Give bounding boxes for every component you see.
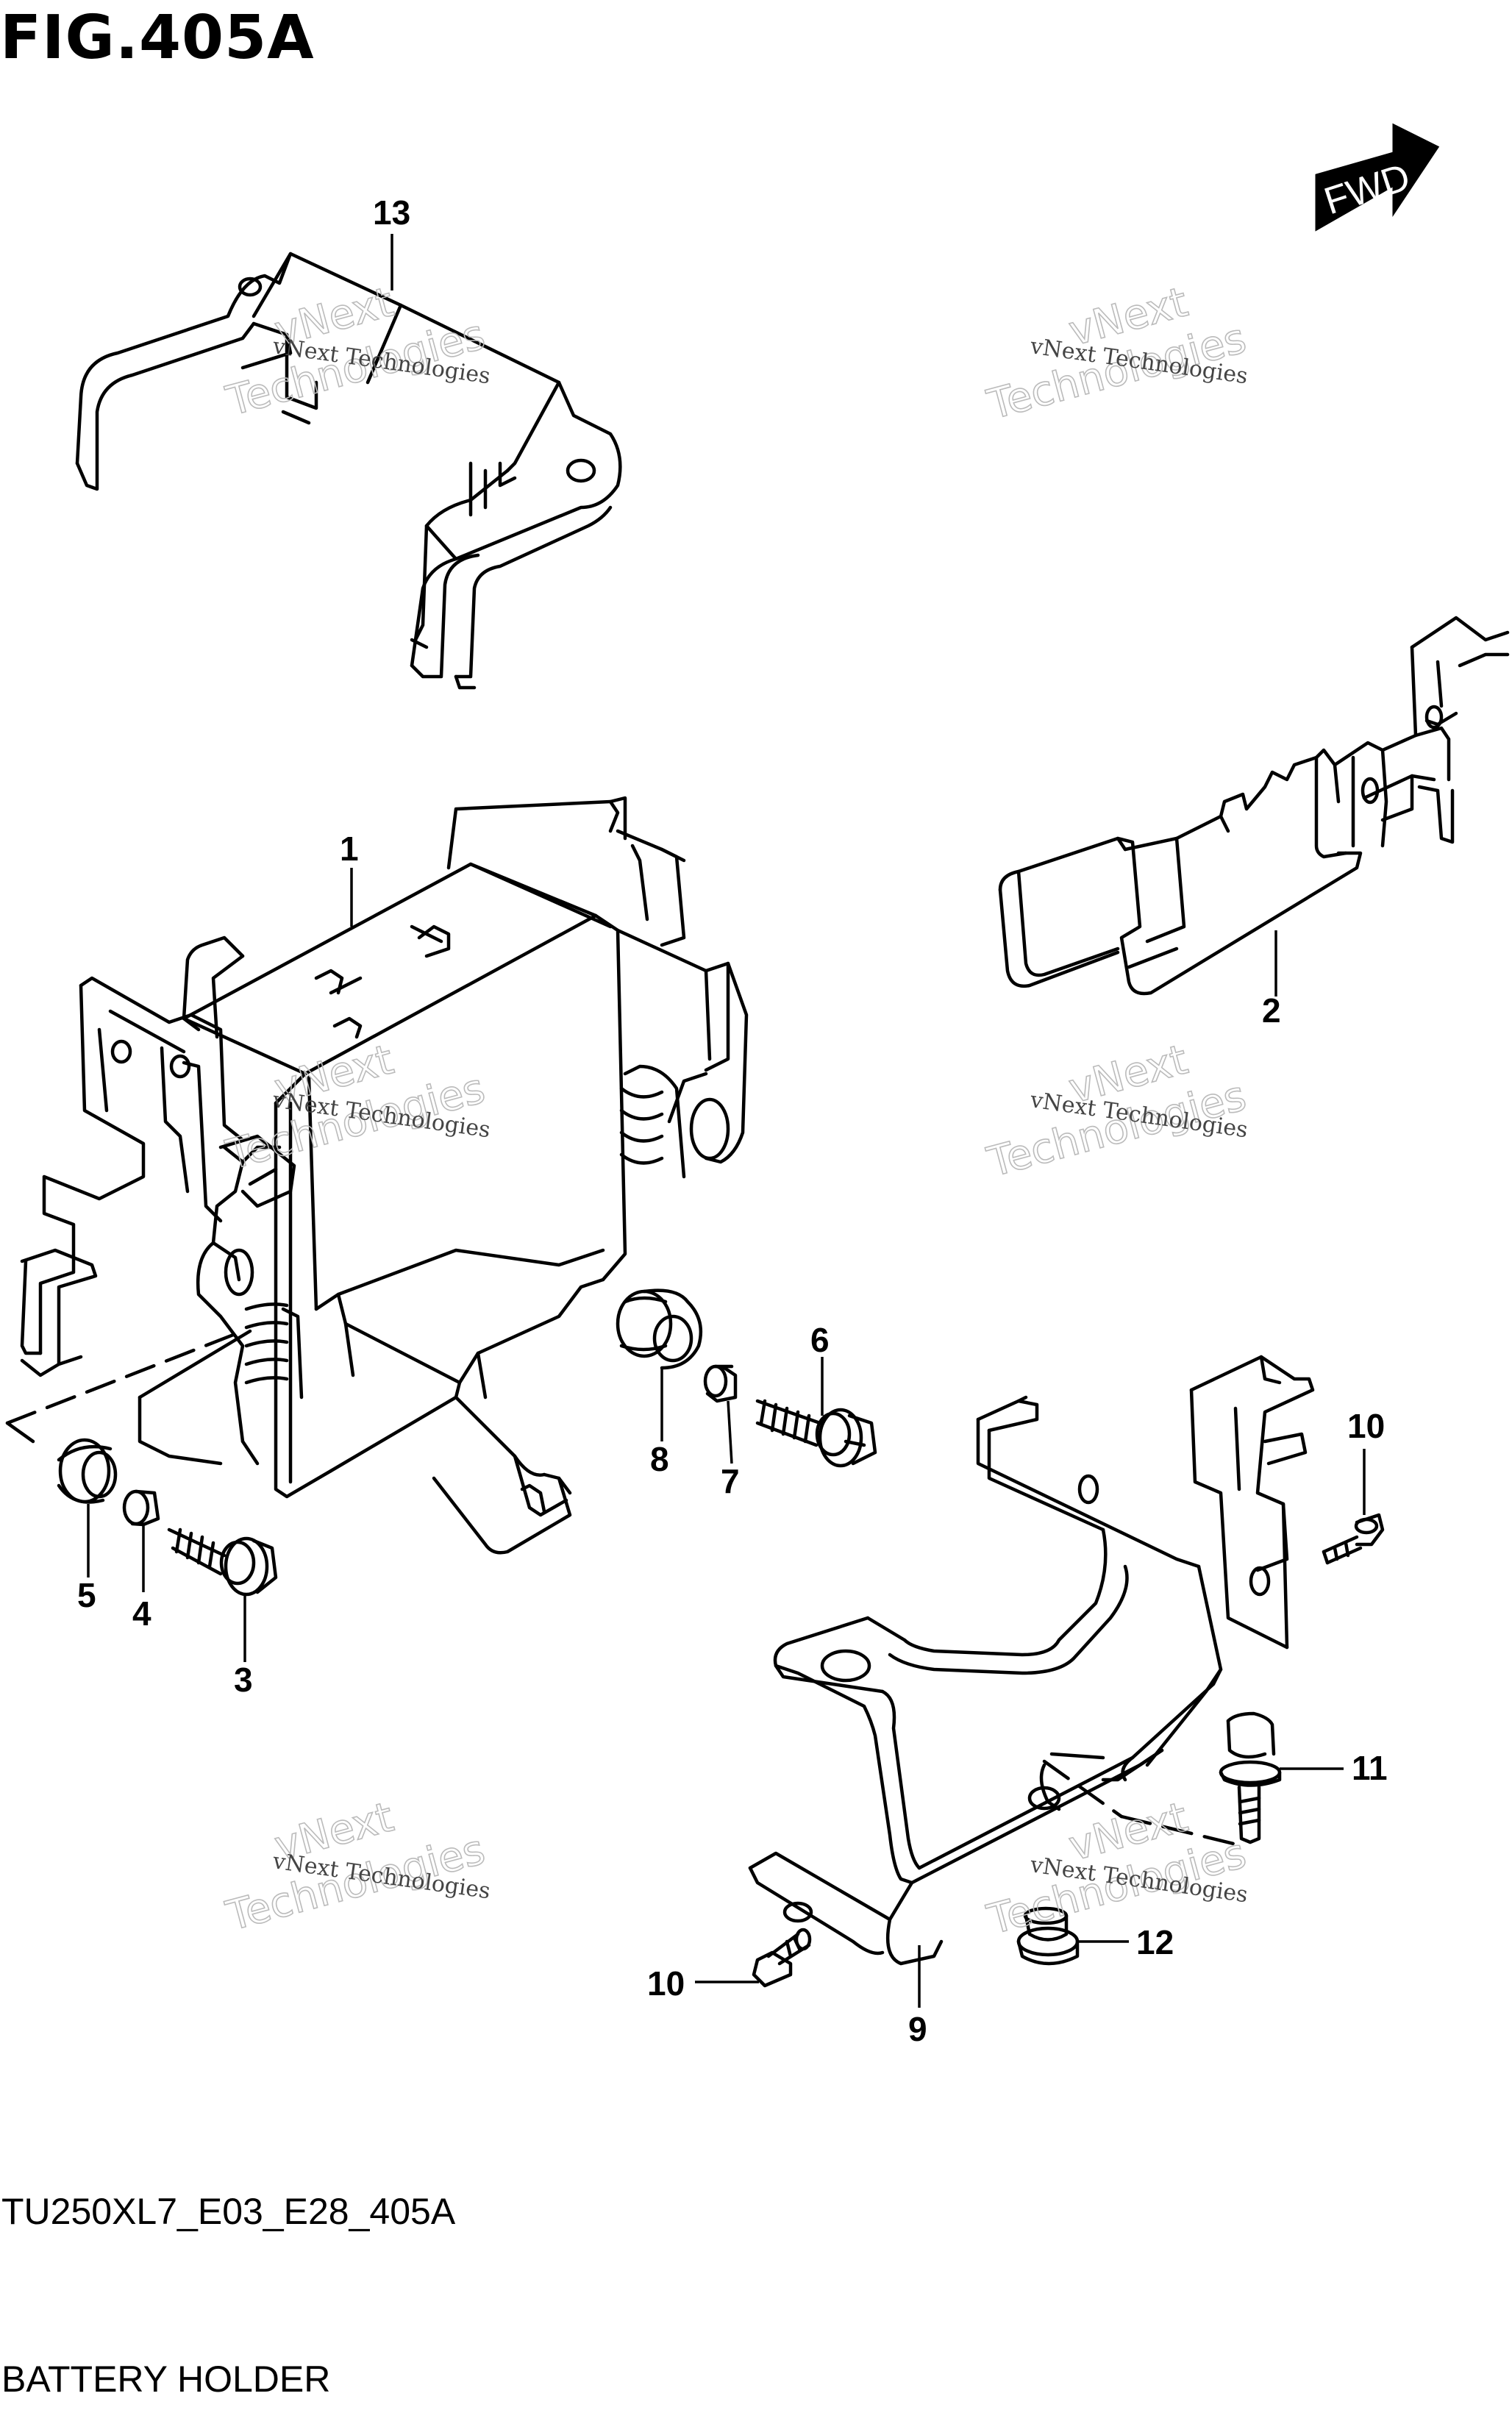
part-8-grommet xyxy=(616,1288,703,1370)
part-9-holder-plate xyxy=(748,1355,1315,1966)
callout-2: 2 xyxy=(1262,991,1281,1030)
callout-4: 4 xyxy=(132,1594,151,1633)
watermark-middle-left: vNext Technologies vNext Technologies xyxy=(221,1035,492,1180)
callout-12: 12 xyxy=(1136,1923,1174,1961)
callout-6: 6 xyxy=(810,1321,830,1359)
callout-3: 3 xyxy=(234,1661,253,1699)
leader-lines xyxy=(87,234,1366,2008)
fwd-direction-badge: FWD xyxy=(1315,123,1440,232)
figure-title: FIG.405A xyxy=(0,3,315,73)
part-10-bolt-lower xyxy=(752,1928,812,1988)
part-10-bolt-upper xyxy=(1322,1513,1385,1565)
watermark-middle-right: vNext Technologies vNext Technologies xyxy=(982,1035,1252,1188)
part-2-holder-bracket xyxy=(998,616,1510,996)
callout-8: 8 xyxy=(650,1440,669,1478)
figure-code: TU250XL7_E03_E28_405A xyxy=(1,2191,456,2232)
callout-labels: 13 1 2 6 8 7 10 5 4 3 11 12 10 9 xyxy=(77,193,1388,2048)
part-3-bolt xyxy=(167,1527,278,1597)
callout-10-lower: 10 xyxy=(647,1964,685,2003)
watermark-bottom-left: vNext Technologies vNext Technologies xyxy=(221,1793,492,1942)
callout-9: 9 xyxy=(908,2010,927,2048)
part-11-bolt xyxy=(1219,1711,1282,1844)
part-12-nut xyxy=(1016,1906,1080,1966)
part-13-battery-cover xyxy=(75,252,622,690)
part-4-collar xyxy=(122,1489,160,1527)
callout-5: 5 xyxy=(77,1576,96,1614)
watermark-top-right: vNext Technologies vNext Technologies xyxy=(982,278,1252,430)
part-1-battery-case xyxy=(5,796,749,1555)
callout-10-upper: 10 xyxy=(1347,1407,1385,1445)
callout-13: 13 xyxy=(373,193,410,232)
figure-caption: BATTERY HOLDER xyxy=(1,2359,331,2400)
part-7-collar xyxy=(703,1364,738,1403)
callout-1: 1 xyxy=(340,830,359,868)
callout-7: 7 xyxy=(721,1462,740,1500)
part-5-grommet xyxy=(57,1438,118,1504)
part-6-bolt xyxy=(755,1399,877,1468)
callout-11: 11 xyxy=(1352,1749,1388,1787)
